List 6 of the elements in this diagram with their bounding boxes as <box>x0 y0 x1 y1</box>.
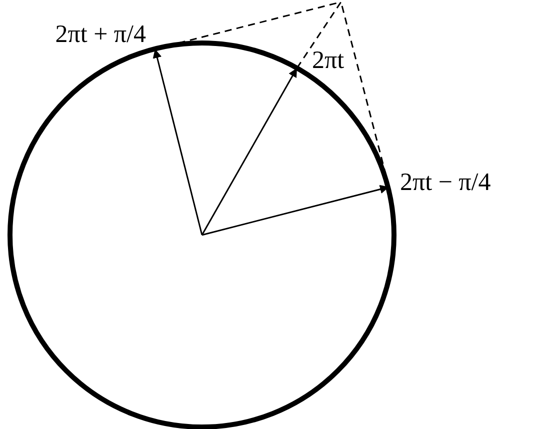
angle-label: 2πt + π/4 <box>55 22 146 47</box>
vector-arrow <box>201 68 298 236</box>
angle-label: 2πt <box>312 48 344 73</box>
vector-arrow <box>152 48 203 236</box>
dashed-line <box>296 2 342 68</box>
angle-label: 2πt − π/4 <box>400 170 491 195</box>
